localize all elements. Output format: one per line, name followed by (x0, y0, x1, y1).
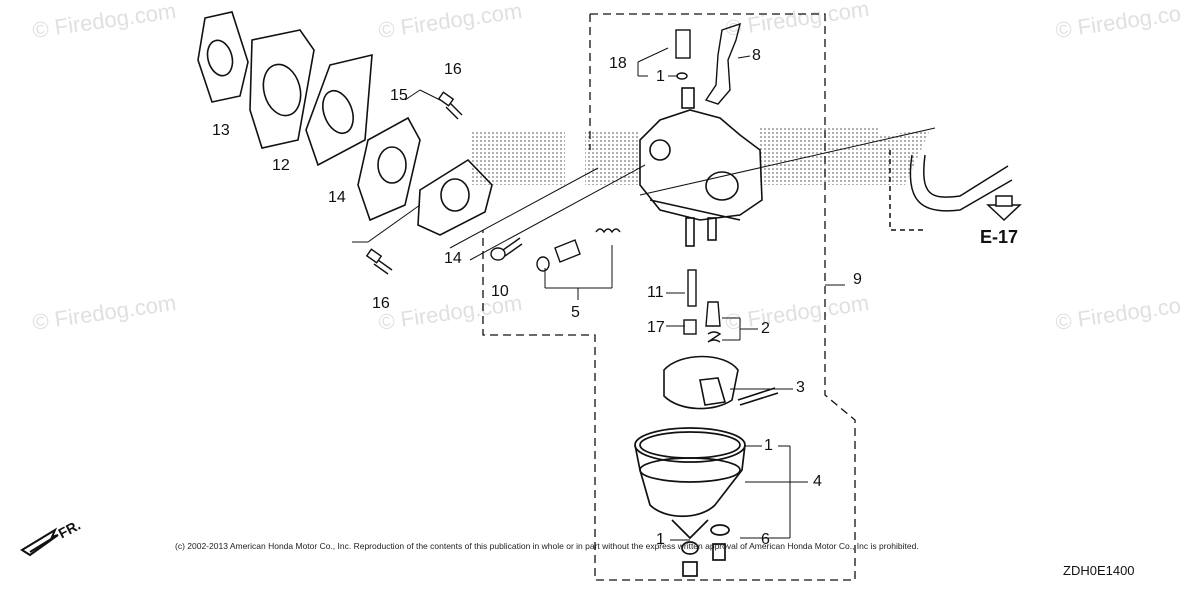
callout-11: 11 (647, 284, 664, 301)
plate-15 (357, 116, 421, 222)
copyright-notice: (c) 2002-2013 American Honda Motor Co., … (175, 541, 919, 551)
gasket-14b (417, 158, 493, 236)
callout-14: 14 (328, 189, 346, 206)
callout-1: 1 (656, 68, 665, 85)
reference-label: E-17 (980, 227, 1019, 247)
callout-6: 6 (761, 531, 770, 548)
front-arrow-icon (20, 527, 59, 557)
stipple-band (470, 128, 930, 185)
diagram-code: ZDH0E1400 (1063, 563, 1135, 578)
insulator-12 (249, 29, 315, 149)
callout-4: 4 (813, 473, 822, 490)
callout-12: 12 (272, 157, 290, 174)
callout-15: 15 (390, 87, 408, 104)
callout-16: 16 (444, 61, 462, 78)
callout-1: 1 (656, 531, 665, 548)
callout-18: 18 (609, 55, 627, 72)
callout-17: 17 (647, 319, 665, 336)
callout-10: 10 (491, 283, 509, 300)
callout-8: 8 (752, 47, 761, 64)
callout-14: 14 (444, 250, 462, 267)
assembly-boundary (482, 13, 856, 581)
callout-2: 2 (761, 320, 770, 337)
gasket-14a (305, 53, 373, 167)
carburetor-body (639, 87, 763, 247)
callout-3: 3 (796, 379, 805, 396)
callout-5: 5 (571, 304, 580, 321)
callout-1: 1 (764, 437, 773, 454)
gasket-13 (197, 11, 249, 103)
callout-9: 9 (853, 271, 862, 288)
callout-13: 13 (212, 122, 230, 139)
callout-16: 16 (372, 295, 390, 312)
